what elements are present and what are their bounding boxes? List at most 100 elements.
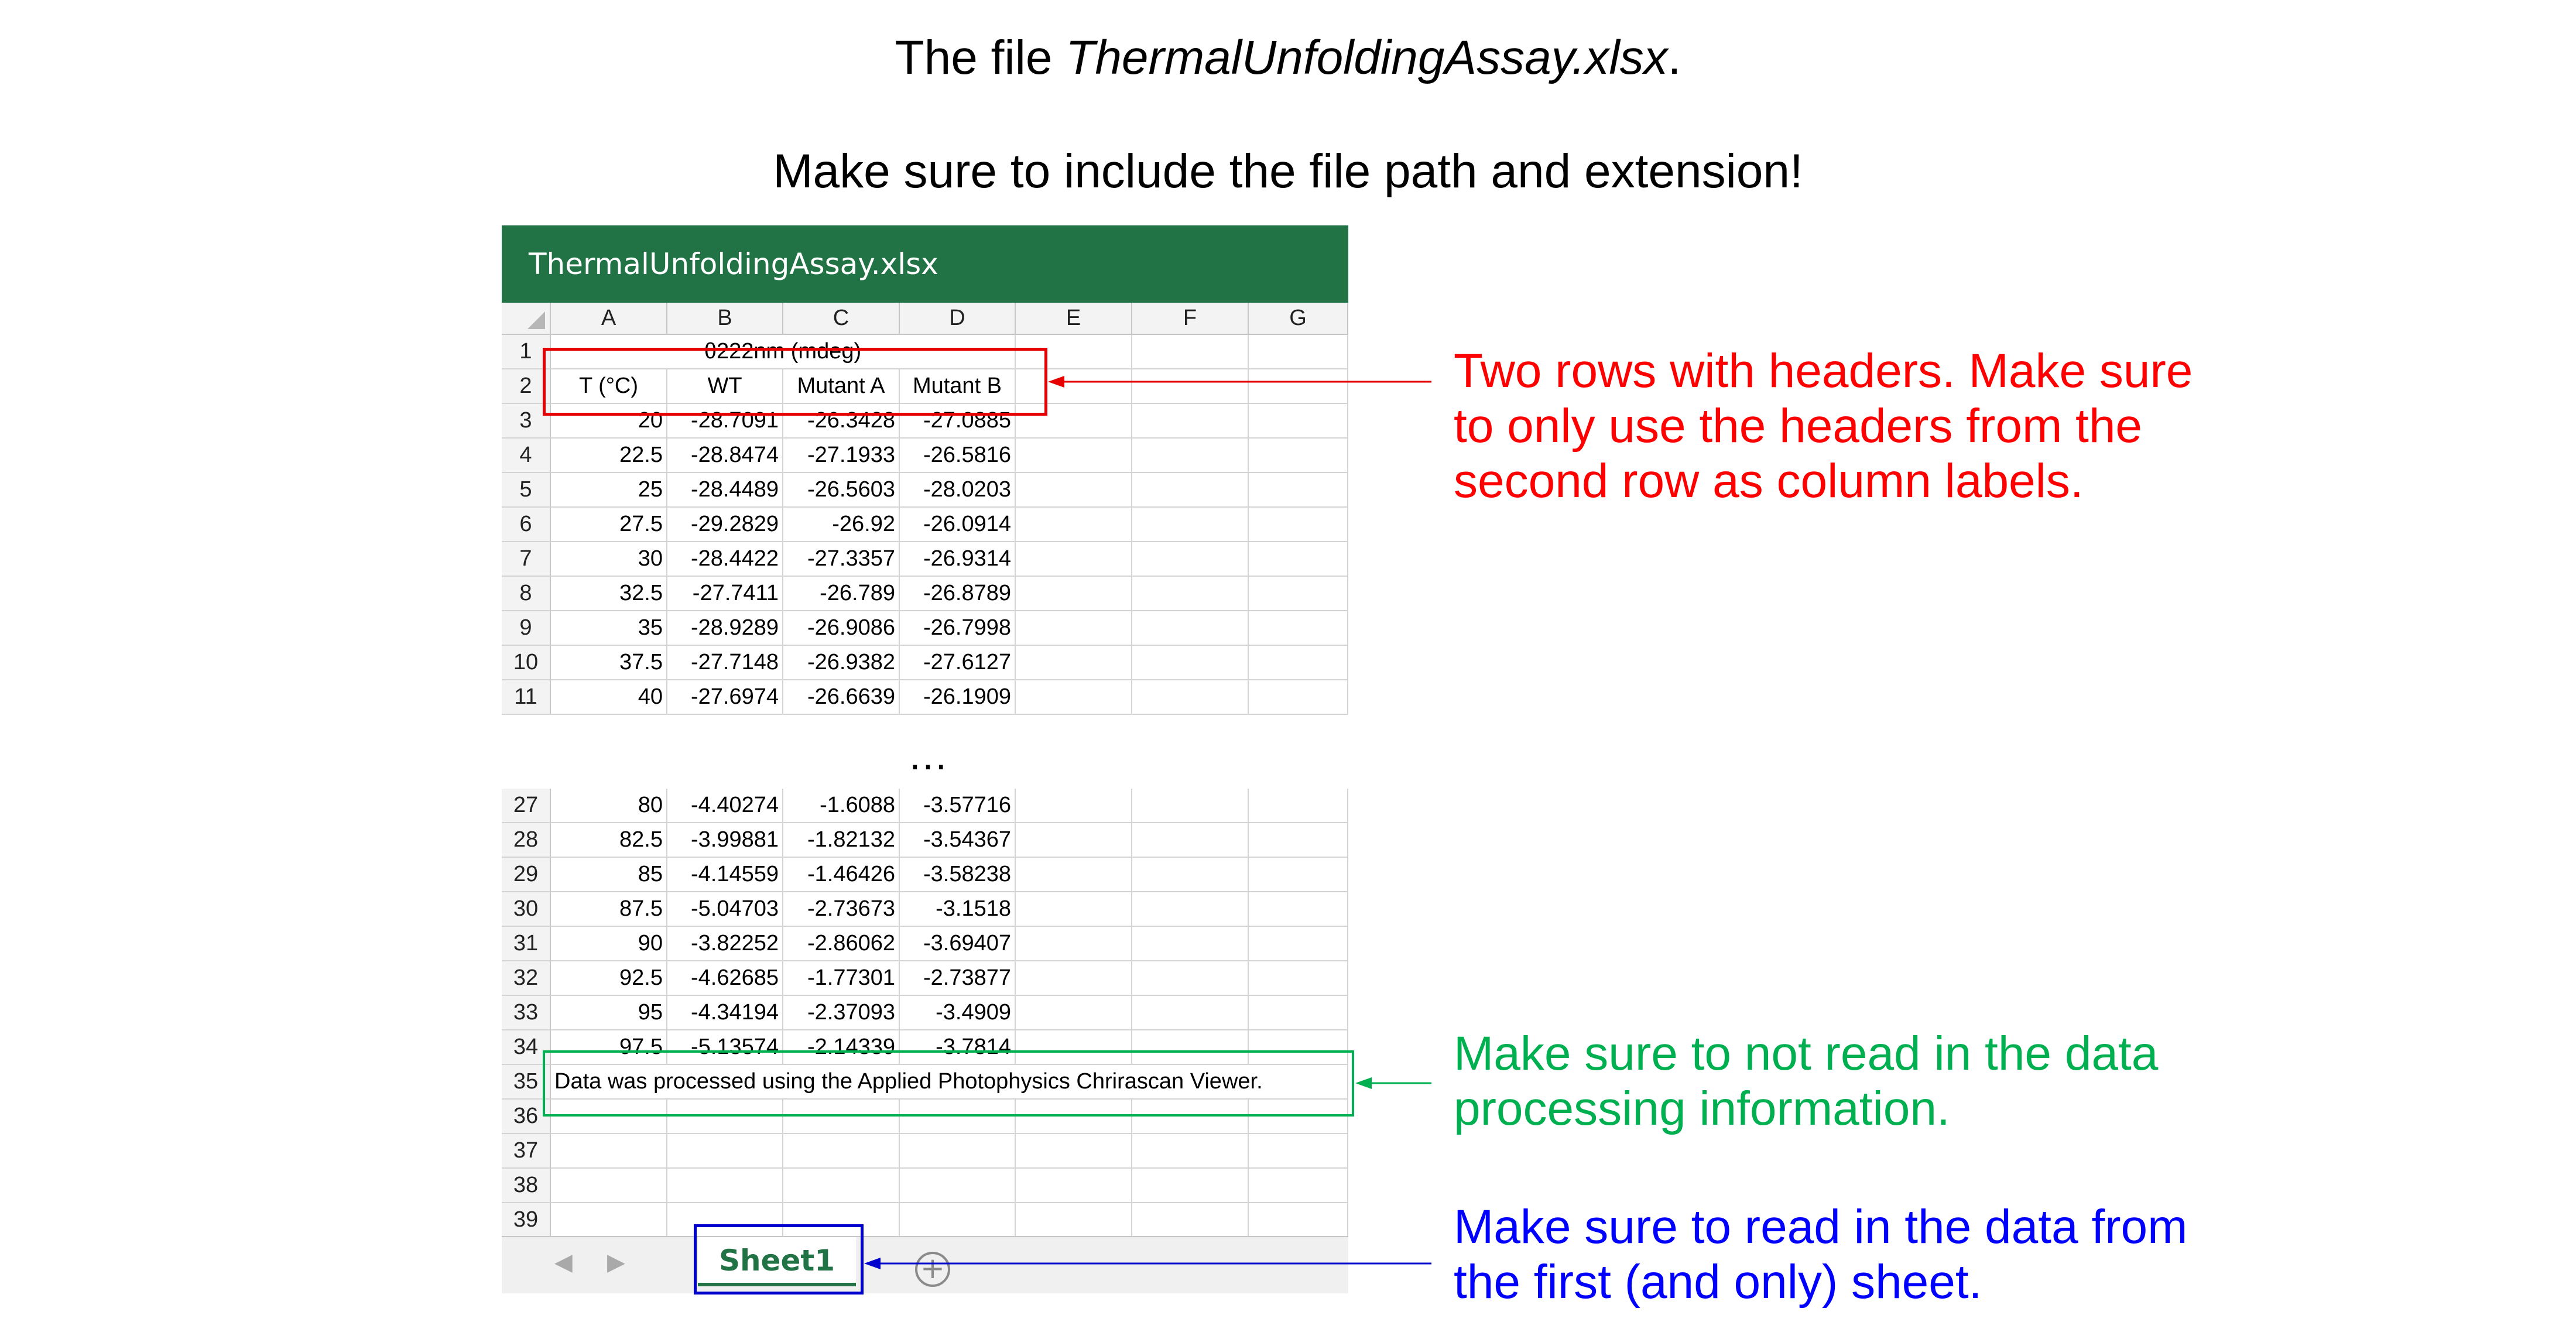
data-cell[interactable]: -1.82132 [783,823,900,858]
empty-cell[interactable] [1249,927,1348,961]
data-cell[interactable]: -2.86062 [783,927,900,961]
empty-cell[interactable] [1249,542,1348,577]
empty-cell[interactable] [1016,858,1132,892]
data-cell[interactable]: -3.7814 [900,1030,1016,1065]
empty-cell[interactable] [1016,508,1132,542]
empty-cell[interactable] [783,1169,900,1203]
data-cell[interactable]: -1.77301 [783,961,900,996]
merged-header-cell[interactable]: θ222nm (mdeg) [551,335,1016,369]
column-header-g[interactable]: G [1249,303,1348,335]
data-cell[interactable]: -3.58238 [900,858,1016,892]
empty-cell[interactable] [783,1065,900,1100]
data-cell[interactable]: -5.13574 [667,1030,783,1065]
empty-cell[interactable] [1249,335,1348,369]
data-cell[interactable]: 90 [551,927,667,961]
empty-cell[interactable] [1132,473,1249,508]
data-cell[interactable]: 35 [551,611,667,646]
empty-cell[interactable] [1132,892,1249,927]
empty-cell[interactable] [1132,335,1249,369]
data-cell[interactable]: 20 [551,404,667,439]
data-cell[interactable]: -4.62685 [667,961,783,996]
data-cell[interactable]: -27.7148 [667,646,783,680]
data-cell[interactable]: -2.37093 [783,996,900,1030]
row-number[interactable]: 9 [502,611,551,646]
data-cell[interactable]: -3.54367 [900,823,1016,858]
data-cell[interactable]: -4.14559 [667,858,783,892]
empty-cell[interactable] [1132,961,1249,996]
data-cell[interactable]: -2.73877 [900,961,1016,996]
data-cell[interactable]: 32.5 [551,577,667,611]
data-cell[interactable]: 22.5 [551,439,667,473]
empty-cell[interactable] [1132,858,1249,892]
row-number[interactable]: 8 [502,577,551,611]
data-cell[interactable]: 85 [551,858,667,892]
data-cell[interactable]: -26.5603 [783,473,900,508]
data-cell[interactable]: -3.99881 [667,823,783,858]
empty-cell[interactable] [900,1100,1016,1134]
column-label-cell[interactable]: Mutant B [900,369,1016,404]
data-cell[interactable]: -28.4422 [667,542,783,577]
data-cell[interactable]: 92.5 [551,961,667,996]
empty-cell[interactable] [1132,823,1249,858]
empty-cell[interactable] [1249,892,1348,927]
empty-cell[interactable] [1016,1134,1132,1169]
column-header-b[interactable]: B [667,303,783,335]
empty-cell[interactable] [1249,858,1348,892]
empty-cell[interactable] [1132,369,1249,404]
data-cell[interactable]: -26.0914 [900,508,1016,542]
empty-cell[interactable] [1132,680,1249,715]
data-cell[interactable]: -1.46426 [783,858,900,892]
empty-cell[interactable] [1249,611,1348,646]
empty-cell[interactable] [1132,1134,1249,1169]
empty-cell[interactable] [1016,646,1132,680]
data-cell[interactable]: -27.7411 [667,577,783,611]
row-number[interactable]: 3 [502,404,551,439]
empty-cell[interactable] [1249,404,1348,439]
empty-cell[interactable] [1016,439,1132,473]
data-cell[interactable]: -28.4489 [667,473,783,508]
data-cell[interactable]: -3.82252 [667,927,783,961]
data-cell[interactable]: -4.34194 [667,996,783,1030]
data-cell[interactable]: 25 [551,473,667,508]
empty-cell[interactable] [783,1100,900,1134]
data-cell[interactable]: -27.3357 [783,542,900,577]
empty-cell[interactable] [1016,680,1132,715]
data-cell[interactable]: -26.5816 [900,439,1016,473]
data-cell[interactable]: -28.9289 [667,611,783,646]
empty-cell[interactable] [1016,789,1132,823]
data-cell[interactable]: -26.92 [783,508,900,542]
data-cell[interactable]: -27.1933 [783,439,900,473]
empty-cell[interactable] [1249,646,1348,680]
data-cell[interactable]: 82.5 [551,823,667,858]
next-sheet-icon[interactable]: ▶ [607,1249,625,1275]
row-number[interactable]: 5 [502,473,551,508]
data-cell[interactable]: -26.9382 [783,646,900,680]
data-cell[interactable]: -27.6974 [667,680,783,715]
empty-cell[interactable] [1132,404,1249,439]
row-number[interactable]: 11 [502,680,551,715]
empty-cell[interactable] [1132,577,1249,611]
empty-cell[interactable] [1016,927,1132,961]
empty-cell[interactable] [1016,335,1132,369]
empty-cell[interactable] [1016,611,1132,646]
row-number[interactable]: 32 [502,961,551,996]
empty-cell[interactable] [1016,542,1132,577]
empty-cell[interactable] [1132,789,1249,823]
empty-cell[interactable] [1249,1030,1348,1065]
empty-cell[interactable] [1016,996,1132,1030]
row-number[interactable]: 36 [502,1100,551,1134]
empty-cell[interactable] [1249,823,1348,858]
row-number[interactable]: 7 [502,542,551,577]
data-cell[interactable]: -28.7091 [667,404,783,439]
empty-cell[interactable] [1132,611,1249,646]
empty-cell[interactable] [1016,473,1132,508]
empty-cell[interactable] [1249,1065,1348,1100]
data-cell[interactable]: -1.6088 [783,789,900,823]
data-cell[interactable]: -26.1909 [900,680,1016,715]
empty-cell[interactable] [1132,508,1249,542]
empty-cell[interactable] [667,1134,783,1169]
empty-cell[interactable] [1249,473,1348,508]
empty-cell[interactable] [667,1065,783,1100]
empty-cell[interactable] [1249,1169,1348,1203]
row-number[interactable]: 37 [502,1134,551,1169]
